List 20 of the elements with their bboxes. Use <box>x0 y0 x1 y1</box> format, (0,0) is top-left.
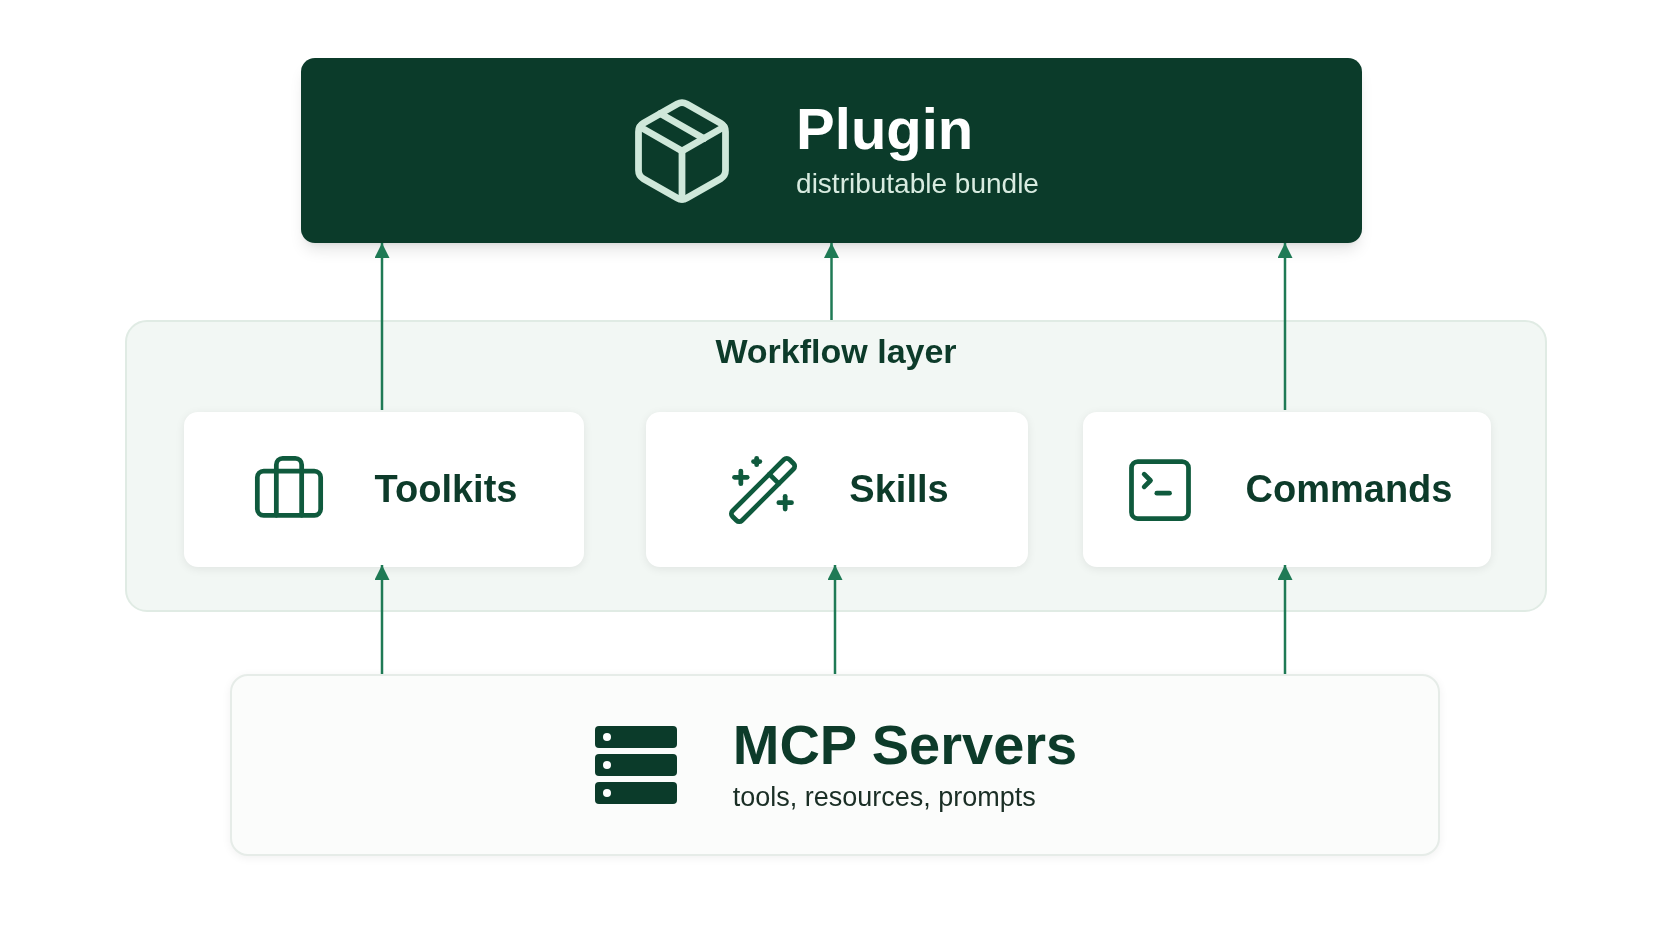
arrow <box>374 243 390 410</box>
arrow <box>374 565 390 674</box>
server-box <box>230 674 1440 856</box>
layer-title: Workflow layer <box>714 331 958 372</box>
node-title: Plugin <box>796 96 975 163</box>
node-title: Toolkits <box>374 467 518 512</box>
arrow <box>827 565 843 674</box>
node-subtitle: distributable bundle <box>796 166 1039 201</box>
component-card <box>1083 412 1491 567</box>
node-title: Skills <box>849 467 949 512</box>
arrow <box>1277 243 1293 410</box>
arrow <box>824 243 839 320</box>
node-title: MCP Servers <box>732 712 1078 777</box>
node-subtitle: tools, resources, prompts <box>732 780 1037 814</box>
plugin-box <box>301 58 1362 243</box>
node-title: Commands <box>1245 467 1453 512</box>
arrow <box>1277 565 1293 674</box>
component-card <box>646 412 1028 567</box>
component-card <box>184 412 584 567</box>
layer-panel <box>125 320 1547 612</box>
